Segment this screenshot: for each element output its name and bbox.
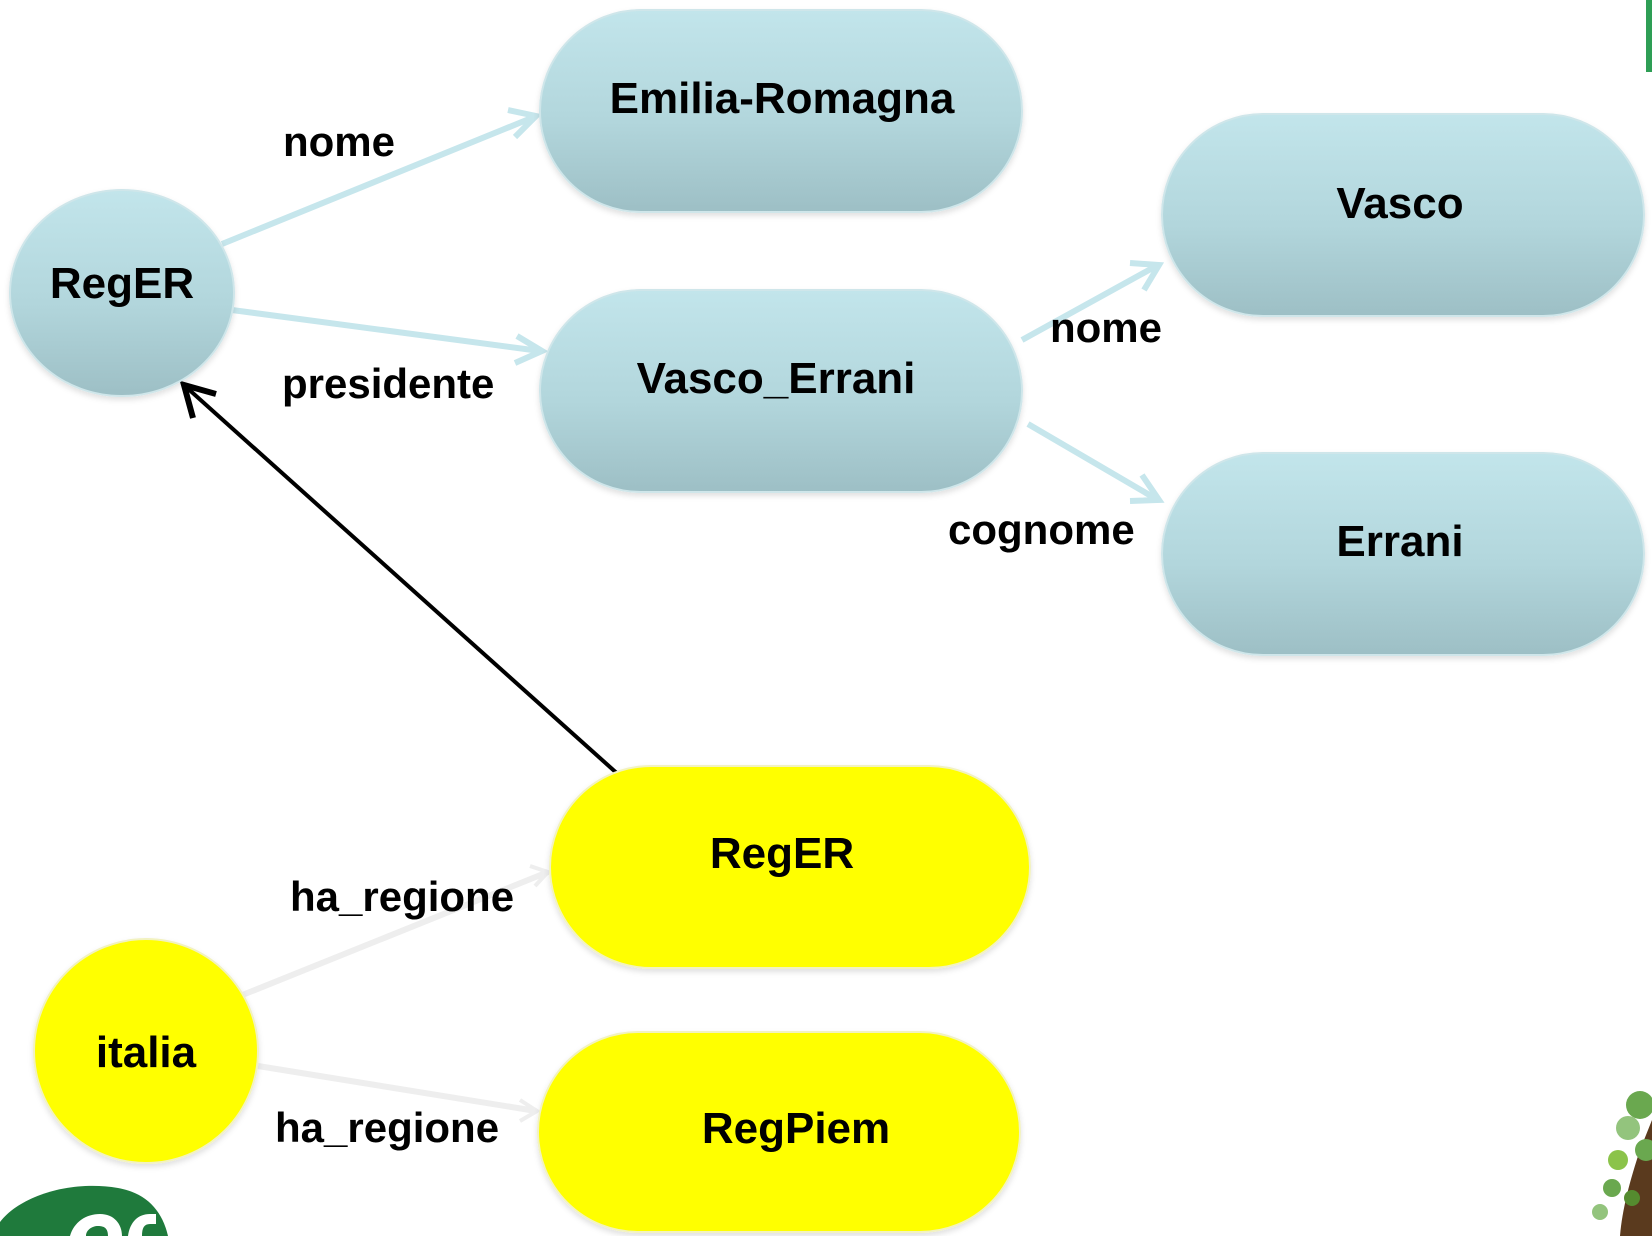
edge-label-italia-ha-regione-1: ha_regione: [290, 873, 514, 920]
edge-label-vasco-nome: nome: [1050, 304, 1162, 351]
accent-bar: [1646, 0, 1652, 72]
node-italia: italia: [33, 938, 259, 1164]
node-reger-yellow: RegER: [549, 765, 1031, 969]
edge-vasco-cognome: [1026, 421, 1165, 504]
svg-text:italia: italia: [96, 1028, 197, 1077]
svg-text:RegPiem: RegPiem: [702, 1104, 890, 1153]
edge-label-reger-nome: nome: [283, 118, 395, 165]
node-regpiem: RegPiem: [537, 1031, 1021, 1233]
node-vasco: Vasco: [1161, 113, 1645, 317]
node-errani: Errani: [1161, 452, 1645, 656]
node-vasco-errani: Vasco_Errani: [539, 289, 1023, 493]
edge-label-vasco-cognome: cognome: [948, 506, 1135, 553]
edge-reger-nome: [220, 107, 543, 247]
svg-text:Vasco: Vasco: [1336, 179, 1463, 228]
node-reger-top: RegER: [9, 189, 235, 397]
edge-reger-presidente: [231, 307, 549, 366]
edge-identity-link: [179, 380, 622, 778]
edge-italia-ha-regione-2: [257, 1063, 541, 1123]
svg-text:RegER: RegER: [710, 829, 854, 878]
edges: [179, 107, 1165, 1123]
edge-vasco-nome: [1020, 260, 1165, 343]
svg-text:Vasco_Errani: Vasco_Errani: [637, 354, 916, 403]
edge-italia-ha-regione-1: [228, 864, 552, 1003]
svg-text:Errani: Errani: [1336, 517, 1463, 566]
logo-fragment-icon: [0, 1185, 168, 1236]
edge-label-italia-ha-regione-2: ha_regione: [275, 1104, 499, 1151]
edge-label-reger-presidente: presidente: [282, 360, 494, 407]
svg-text:Emilia-Romagna: Emilia-Romagna: [610, 74, 955, 123]
tree-decoration-icon: [1592, 1091, 1652, 1236]
svg-text:RegER: RegER: [50, 259, 194, 308]
node-emilia-romagna: Emilia-Romagna: [539, 9, 1023, 213]
